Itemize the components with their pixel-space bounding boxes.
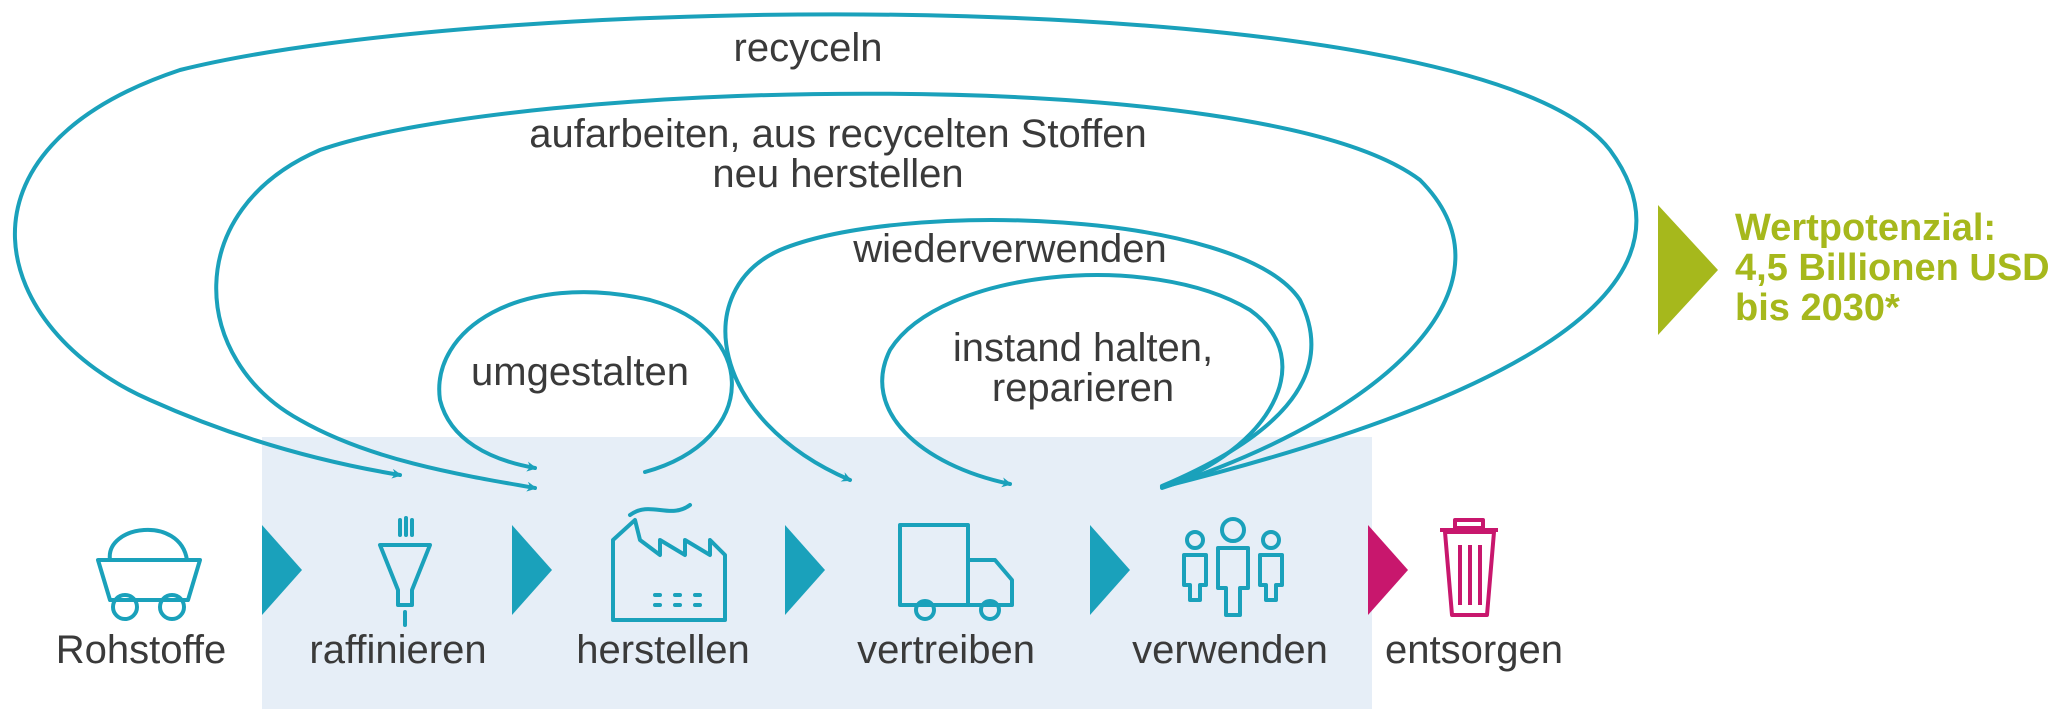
step-label-raffinieren: raffinieren — [309, 628, 487, 672]
loop-instand-halten — [880, 273, 1285, 489]
loop-label-wiederverwenden: wiederverwenden — [853, 227, 1167, 271]
value-potential-arrow — [1658, 205, 1718, 335]
factory-icon — [611, 503, 727, 622]
delivery-truck-icon — [898, 523, 1014, 621]
trash-can-icon — [1440, 518, 1498, 617]
loop-label-aufarbeiten-line2: neu herstellen — [712, 152, 964, 196]
value-potential-line2: 4,5 Billionen USD — [1735, 247, 2048, 289]
step-arrow-5 — [1368, 525, 1408, 615]
loop-aufarbeiten — [214, 91, 1458, 492]
step-arrow-4 — [1090, 525, 1130, 615]
loop-umgestalten — [437, 290, 734, 474]
funnel-icon — [378, 516, 432, 627]
loop-recyceln — [12, 12, 1639, 489]
loop-label-recyceln: recyceln — [733, 26, 883, 70]
step-label-entsorgen: entsorgen — [1385, 628, 1563, 672]
value-potential-line3: bis 2030* — [1735, 287, 1900, 329]
value-potential-text: Wertpotenzial: 4,5 Billionen USD bis 203… — [1735, 208, 2048, 328]
value-potential-line1: Wertpotenzial: — [1735, 207, 1997, 249]
loop-label-umgestalten: umgestalten — [471, 350, 689, 394]
step-arrow-1 — [262, 525, 302, 615]
step-label-verwenden: verwenden — [1132, 628, 1328, 672]
step-arrow-2 — [512, 525, 552, 615]
loop-label-instand-line1: instand halten, — [952, 326, 1214, 370]
people-icon — [1182, 517, 1284, 617]
mine-cart-icon — [96, 527, 202, 621]
step-arrow-3 — [785, 525, 825, 615]
step-label-vertreiben: vertreiben — [857, 628, 1035, 672]
loop-wiederverwenden — [723, 218, 1314, 488]
loop-label-instand-line2: reparieren — [991, 366, 1175, 410]
step-label-herstellen: herstellen — [576, 628, 750, 672]
step-label-rohstoffe: Rohstoffe — [55, 628, 227, 672]
loop-label-aufarbeiten-line1: aufarbeiten, aus recycelten Stoffen — [529, 112, 1147, 156]
